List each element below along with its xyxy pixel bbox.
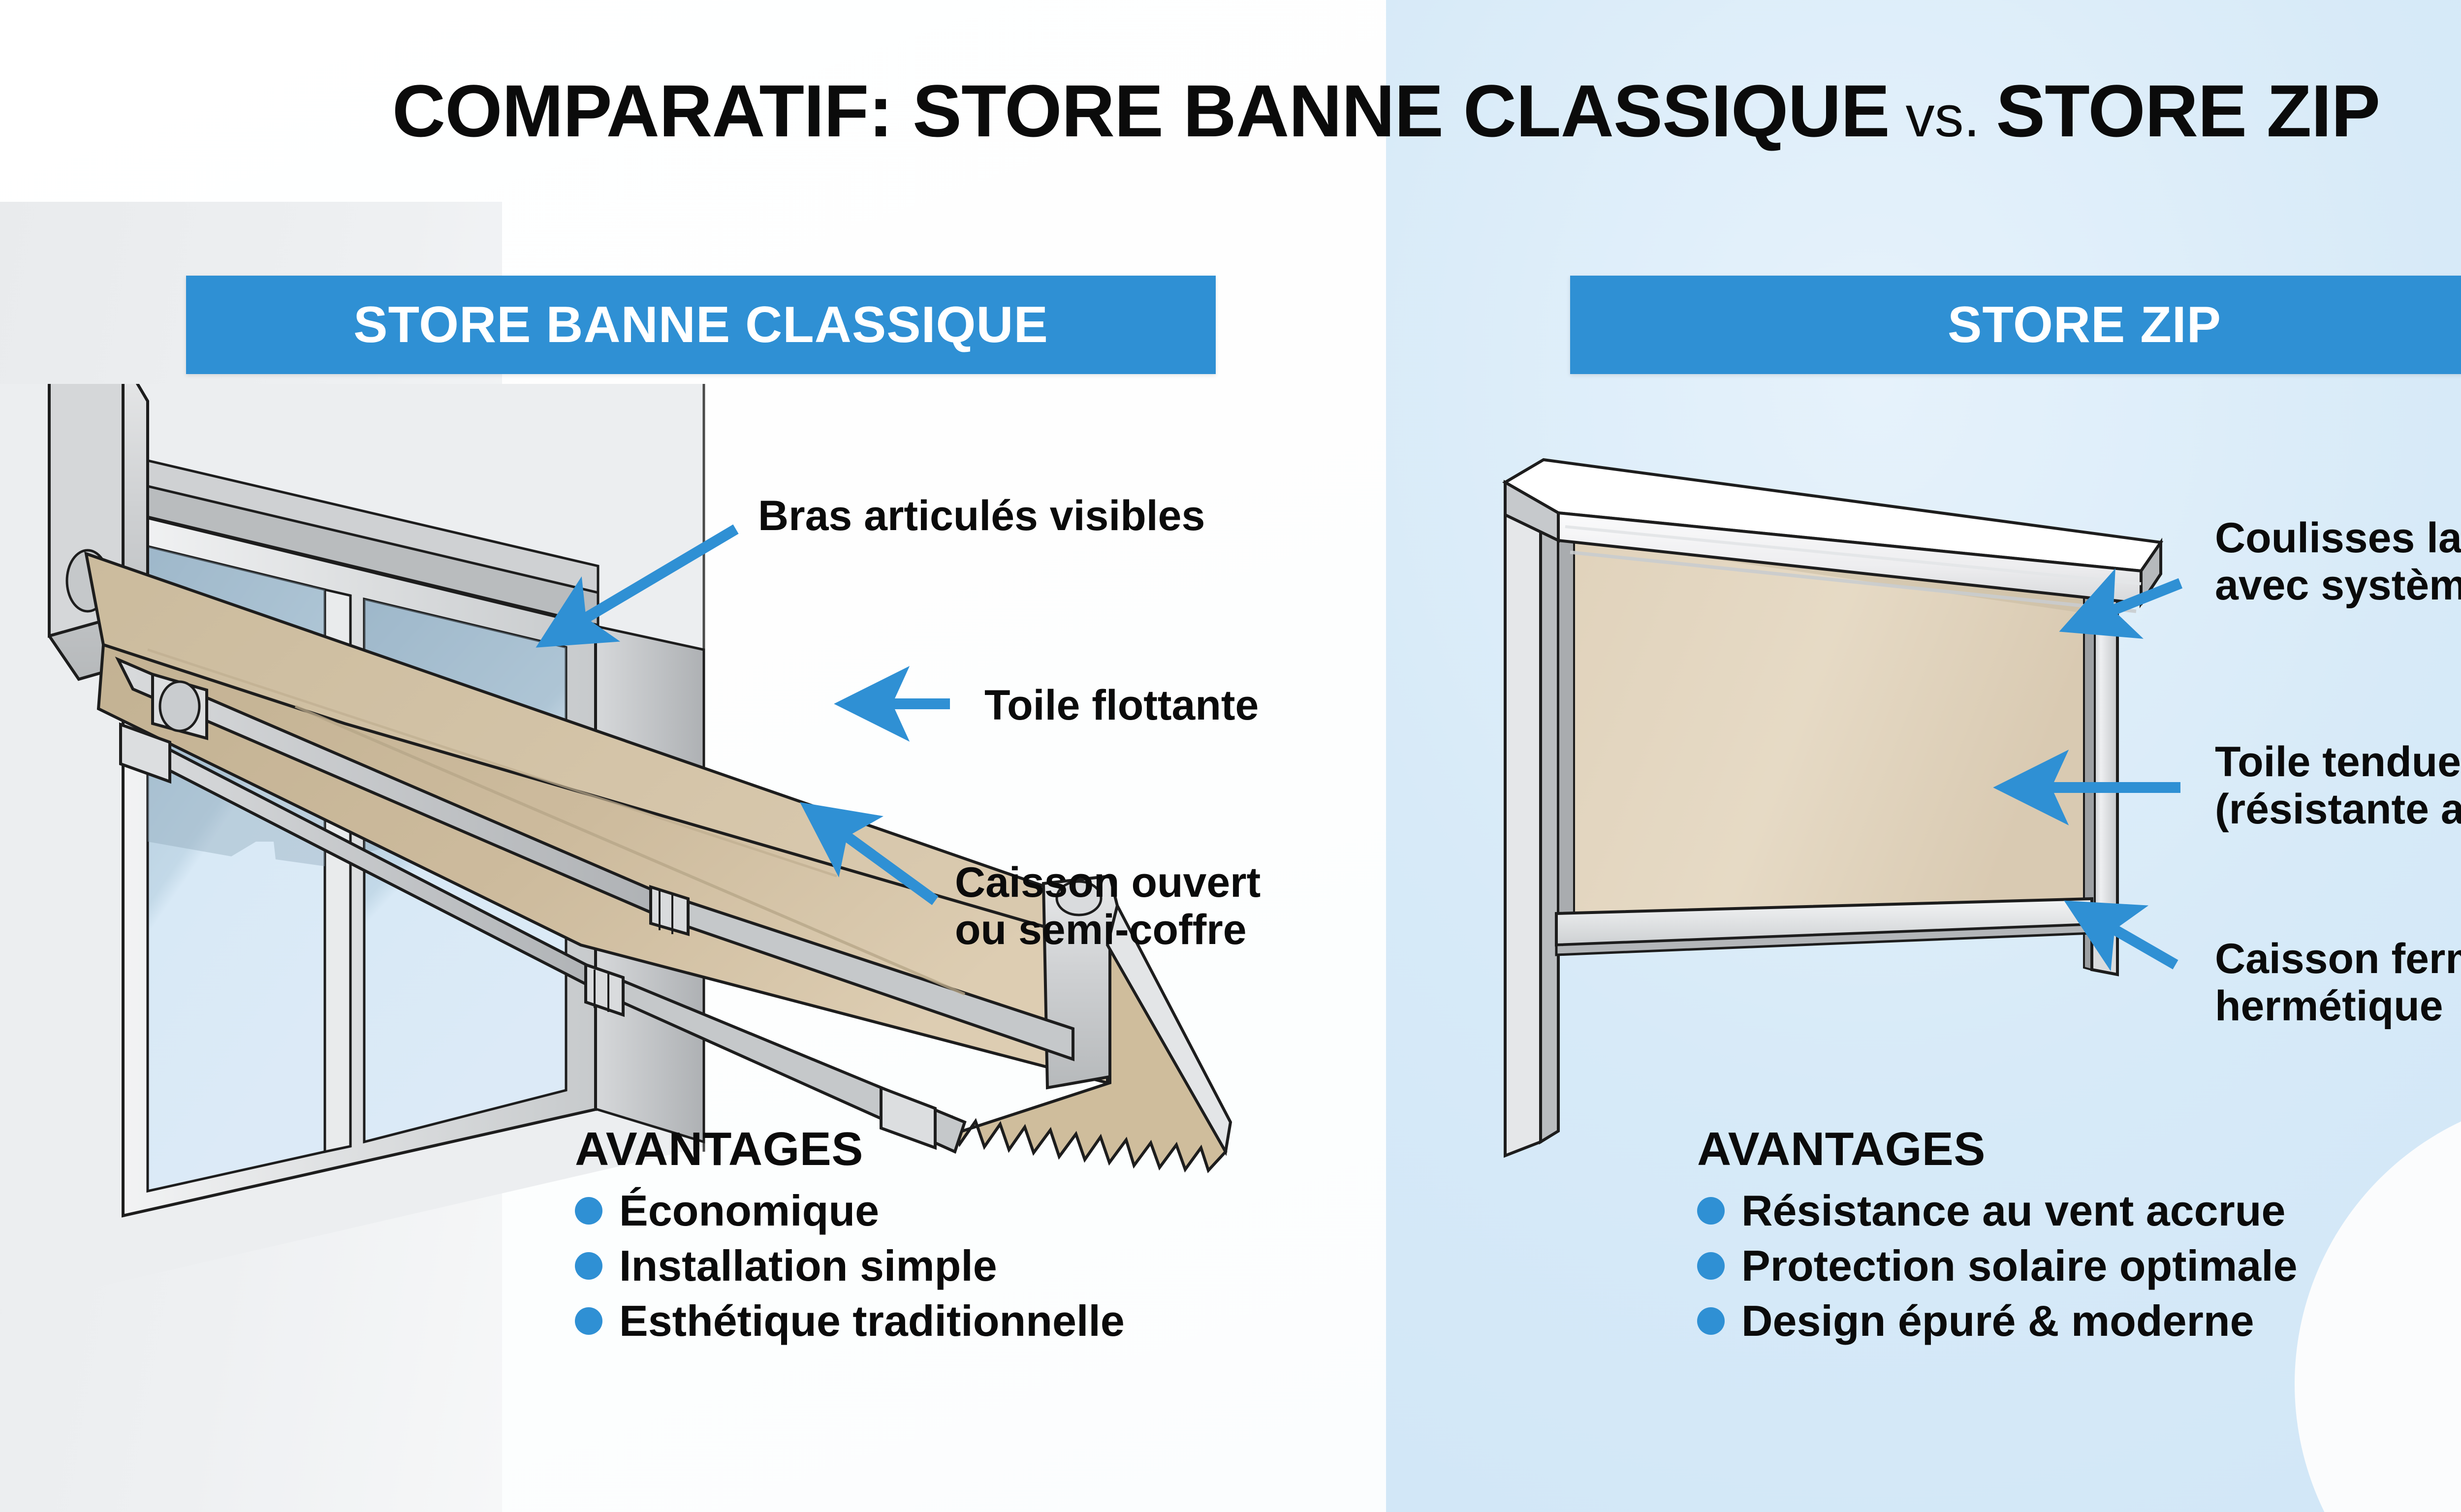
right-advantage-item-3: Design épuré & moderne (1697, 1299, 2298, 1343)
page-title: COMPARATIF: STORE BANNE CLASSIQUE vs. ST… (0, 74, 2461, 148)
zip-blind-illustration (1502, 458, 2164, 1158)
left-advantage-label-3: Esthétique traditionnelle (619, 1296, 1125, 1345)
title-part-2: STORE ZIP (1996, 69, 2380, 152)
right-section-header: STORE ZIP (1570, 276, 2461, 374)
right-advantage-item-2: Protection solaire optimale (1697, 1244, 2298, 1288)
annotation-caisson-ouvert: Caisson ouvert ou semi-coffre (955, 859, 1261, 954)
bullet-dot-icon (575, 1307, 602, 1335)
title-vs: vs. (1905, 84, 1980, 149)
left-advantages-heading: AVANTAGES (575, 1123, 863, 1175)
annotation-bras-articules: Bras articulés visibles (758, 492, 1205, 539)
right-advantages-block: AVANTAGES Résistance au vent accrue Prot… (1697, 1122, 2298, 1343)
right-advantage-label-3: Design épuré & moderne (1741, 1296, 2254, 1345)
annotation-coulisses-laterales: Coulisses latérales avec système ZIP (2215, 514, 2461, 609)
left-section-header: STORE BANNE CLASSIQUE (186, 276, 1216, 374)
right-advantages-heading: AVANTAGES (1697, 1123, 1986, 1175)
annotation-toile-tendue: Toile tendue (résistante au vent) (2215, 738, 2461, 833)
bullet-dot-icon (1697, 1307, 1725, 1335)
bullet-dot-icon (575, 1252, 602, 1280)
left-section-header-label: STORE BANNE CLASSIQUE (353, 296, 1048, 353)
left-advantage-item-2: Installation simple (575, 1244, 1125, 1288)
left-advantages-block: AVANTAGES Économique Installation simple… (575, 1122, 1125, 1343)
right-advantage-label-1: Résistance au vent accrue (1741, 1186, 2286, 1235)
bullet-dot-icon (1697, 1252, 1725, 1280)
bullet-dot-icon (1697, 1197, 1725, 1225)
annotation-toile-flottante: Toile flottante (984, 682, 1259, 729)
annotation-caisson-ferme: Caisson fermé hermétique (2215, 935, 2461, 1030)
left-advantage-label-2: Installation simple (619, 1241, 997, 1290)
right-section-header-label: STORE ZIP (1947, 296, 2222, 353)
right-advantage-label-2: Protection solaire optimale (1741, 1241, 2298, 1290)
bullet-dot-icon (575, 1197, 602, 1225)
left-advantage-item-3: Esthétique traditionnelle (575, 1299, 1125, 1343)
classic-awning-illustration (0, 384, 1232, 1309)
left-advantage-item-1: Économique (575, 1189, 1125, 1232)
right-advantage-item-1: Résistance au vent accrue (1697, 1189, 2298, 1232)
left-advantage-label-1: Économique (619, 1186, 880, 1235)
title-part-1: COMPARATIF: STORE BANNE CLASSIQUE (392, 69, 1890, 152)
